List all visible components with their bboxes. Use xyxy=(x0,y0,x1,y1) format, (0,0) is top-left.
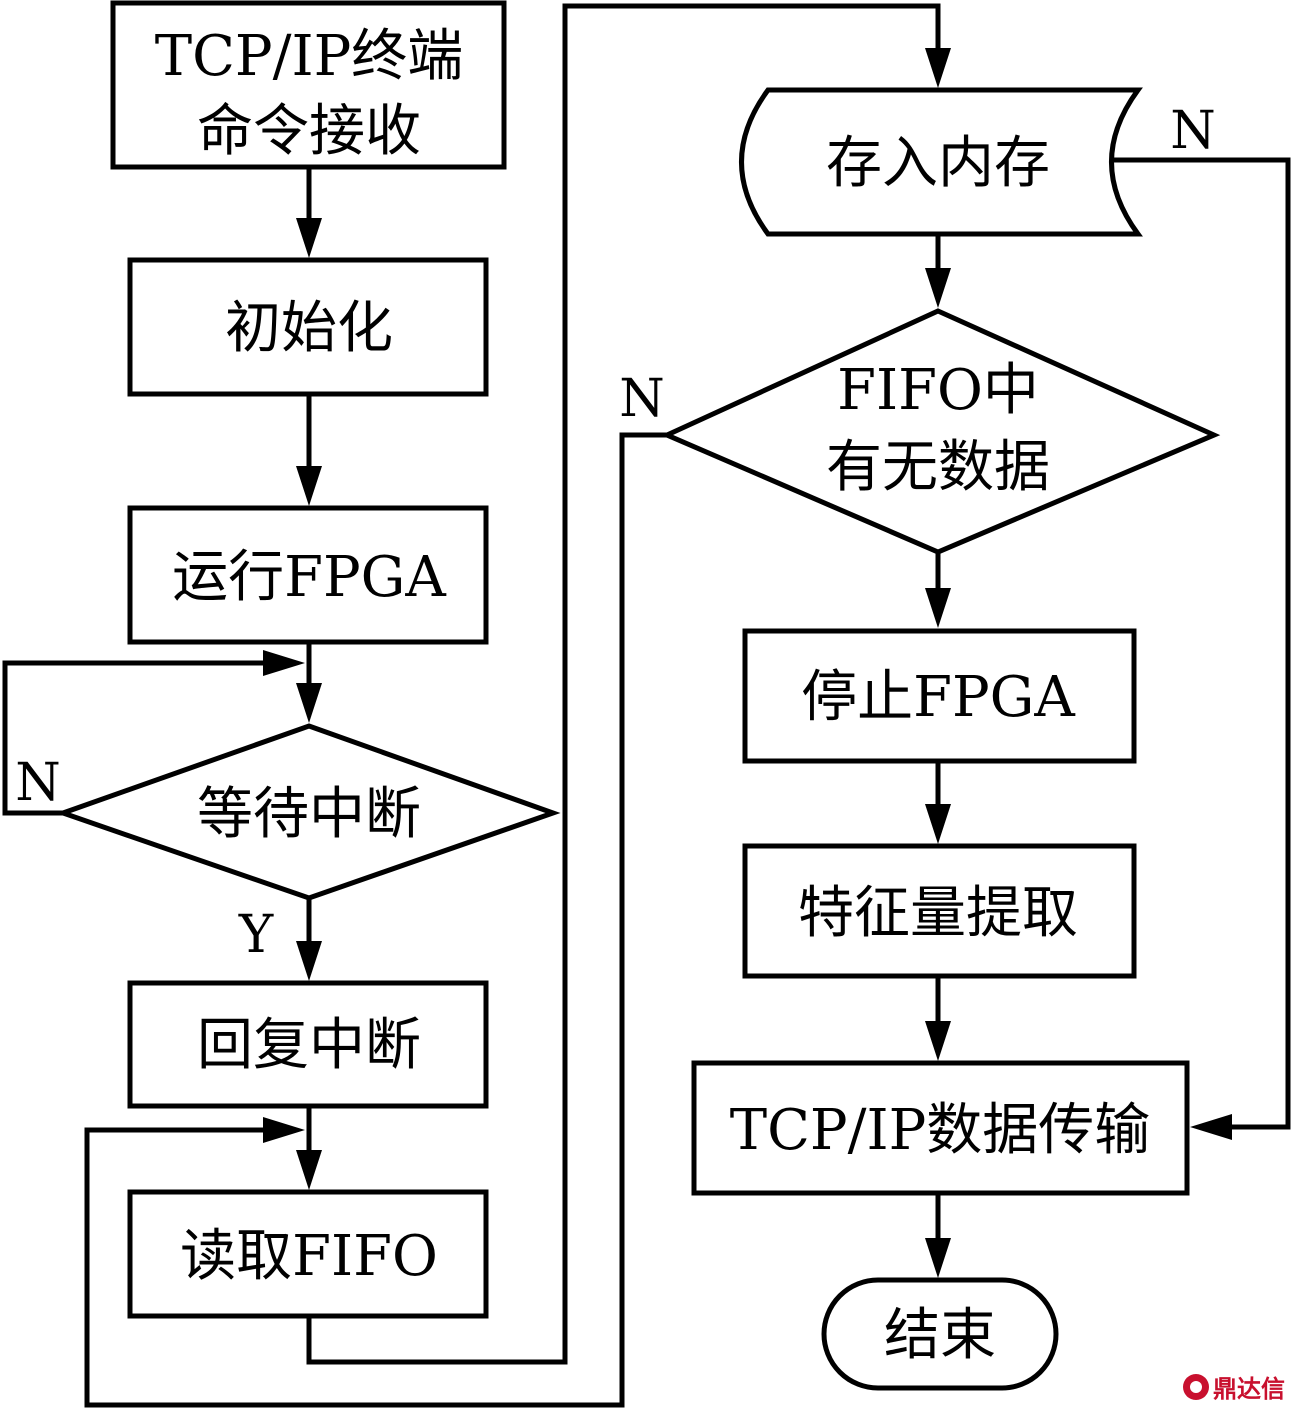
arrow-into-feature xyxy=(925,804,951,844)
node-reply-interrupt xyxy=(127,980,489,1109)
node-feature-extract xyxy=(742,843,1137,979)
arrow-into-wait xyxy=(296,683,322,723)
node-store-memory xyxy=(739,87,1143,237)
node-end-label: 结束 xyxy=(884,1303,996,1368)
nodes: TCP/IP终端 命令接收 初始化 运行FPGA 等待中断 回复中断 读取FIF… xyxy=(55,0,1221,1391)
label-wait-yes: Y xyxy=(238,905,274,965)
arrow-into-transfer xyxy=(925,1021,951,1061)
node-init-label: 初始化 xyxy=(225,296,393,361)
connectors xyxy=(2,3,1291,1408)
arrow-store-no xyxy=(1190,1114,1232,1140)
arrow-into-run xyxy=(296,466,322,506)
node-end xyxy=(821,1277,1059,1391)
node-wait-interrupt-label: 等待中断 xyxy=(197,782,421,847)
node-stop-fpga-label: 停止FPGA xyxy=(801,665,1075,730)
node-feature-extract-label: 特征量提取 xyxy=(798,881,1078,946)
edge-labels: N Y N N xyxy=(15,101,1216,965)
node-store-memory-label: 存入内存 xyxy=(826,131,1050,196)
node-read-fifo-label: 读取FIFO xyxy=(180,1224,438,1289)
node-run-fpga xyxy=(127,505,489,645)
arrow-into-store xyxy=(925,48,951,88)
arrow-into-reply xyxy=(296,941,322,981)
arrow-wait-no-loop xyxy=(263,650,305,676)
node-init xyxy=(127,257,489,397)
node-reply-interrupt-label: 回复中断 xyxy=(197,1013,421,1078)
watermark: 鼎达信 xyxy=(1183,1369,1285,1404)
arrow-into-fifo xyxy=(925,268,951,308)
node-stop-fpga xyxy=(742,628,1137,764)
edge-store-no xyxy=(1113,157,1291,1130)
arrow-into-init xyxy=(296,218,322,258)
watermark-logo-icon xyxy=(1183,1373,1209,1400)
watermark-text: 鼎达信 xyxy=(1213,1375,1285,1403)
node-fifo-check xyxy=(660,308,1221,555)
arrow-into-read xyxy=(296,1150,322,1190)
arrow-fifo-no-loop xyxy=(263,1117,305,1143)
node-fifo-check-line-2: 有无数据 xyxy=(826,435,1050,500)
arrow-into-stop xyxy=(925,588,951,628)
node-run-fpga-label: 运行FPGA xyxy=(172,545,446,610)
edge-read-to-store xyxy=(306,3,941,1365)
edge-fifo-no-loop xyxy=(84,432,667,1408)
node-wait-interrupt xyxy=(55,723,561,901)
node-tcp-transfer xyxy=(691,1060,1190,1196)
node-read-fifo xyxy=(127,1189,489,1319)
node-tcp-receive-line-1: TCP/IP终端 xyxy=(155,24,464,89)
label-wait-no: N xyxy=(15,753,61,813)
label-fifo-no: N xyxy=(619,369,665,429)
label-store-no: N xyxy=(1170,101,1216,161)
node-tcp-receive-line-2: 命令接收 xyxy=(197,99,421,164)
node-fifo-check-line-1: FIFO中 xyxy=(837,358,1039,423)
arrow-into-end xyxy=(925,1238,951,1278)
node-tcp-receive xyxy=(110,0,507,170)
edge-wait-no-loop xyxy=(2,660,270,816)
node-tcp-transfer-label: TCP/IP数据传输 xyxy=(730,1098,1151,1163)
